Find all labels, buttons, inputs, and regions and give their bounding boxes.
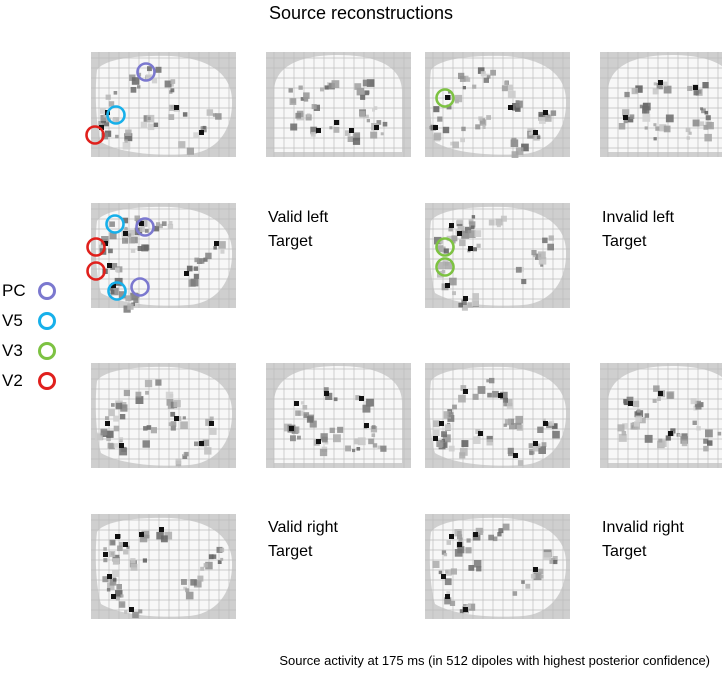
label-invalid-right: Invalid right Target	[602, 516, 684, 564]
activation-blobs	[432, 523, 558, 614]
label-valid-left: Valid left Target	[268, 206, 328, 254]
panel-valid-right-coronal	[266, 363, 411, 468]
glass-brain-coronal	[266, 52, 411, 157]
label-invalid-right-line1: Invalid right	[602, 519, 684, 536]
label-valid-left-line1: Valid left	[268, 209, 329, 226]
glass-brain-sagittal	[425, 52, 570, 158]
coordinate-grid	[425, 363, 570, 468]
legend-item-v3: V3	[2, 336, 82, 366]
legend-ring-v3	[38, 342, 56, 360]
panel-invalid-left-coronal	[600, 52, 722, 157]
activation-blobs	[434, 215, 554, 311]
figure-title: Source reconstructions	[268, 3, 454, 23]
activation-blobs	[429, 67, 557, 158]
label-valid-right-line1: Valid right	[268, 519, 338, 536]
legend-label-v2: V2	[2, 371, 23, 390]
coordinate-grid	[91, 52, 236, 157]
legend-item-pc: PC	[2, 276, 82, 306]
panel-invalid-right-axial	[425, 514, 570, 619]
marker-v3	[435, 237, 455, 257]
activation-blobs	[433, 377, 560, 466]
region-legend: PC V5 V3 V2	[2, 276, 82, 396]
brain-outline	[95, 517, 233, 617]
marker-v5	[105, 214, 125, 234]
glass-brain-axial	[425, 203, 570, 311]
label-invalid-right-line2: Target	[602, 543, 647, 560]
marker-pc	[135, 217, 155, 237]
glass-brain-sagittal	[91, 363, 236, 468]
activation-blobs	[98, 66, 222, 155]
activation-blobs	[98, 215, 226, 313]
activation-blobs	[618, 80, 714, 142]
marker-v2	[86, 261, 106, 281]
marker-v3	[435, 88, 455, 108]
legend-ring-pc	[38, 282, 56, 300]
coordinate-grid	[600, 52, 722, 157]
panel-valid-right-axial	[91, 514, 236, 619]
legend-item-v2: V2	[2, 366, 82, 396]
marker-v3	[435, 257, 455, 277]
activation-blobs	[102, 527, 225, 619]
legend-label-v3: V3	[2, 341, 23, 360]
panel-invalid-right-sagittal	[425, 363, 570, 468]
marker-v2	[85, 125, 105, 145]
panel-valid-right-sagittal	[91, 363, 236, 468]
panel-valid-left-axial	[86, 203, 236, 313]
panel-valid-left-coronal	[266, 52, 411, 157]
glass-brain-coronal	[266, 363, 411, 468]
label-invalid-left-line2: Target	[602, 233, 647, 250]
legend-label-pc: PC	[2, 281, 26, 300]
marker-pc	[130, 277, 150, 297]
panel-invalid-left-axial	[425, 203, 570, 311]
panel-invalid-left-sagittal	[425, 52, 570, 158]
glass-brain-axial	[86, 203, 236, 313]
legend-ring-v5	[38, 312, 56, 330]
legend-item-v5: V5	[2, 306, 82, 336]
label-invalid-left-line1: Invalid left	[602, 209, 675, 226]
activation-blobs	[617, 385, 722, 452]
label-valid-right-line2: Target	[268, 543, 313, 560]
activation-blobs	[283, 387, 387, 457]
activation-blobs	[288, 79, 388, 145]
legend-ring-v2	[38, 372, 56, 390]
brain-outline	[429, 517, 567, 617]
panel-valid-left-sagittal	[85, 52, 236, 157]
label-valid-right: Valid right Target	[268, 516, 338, 564]
figure-caption: Source activity at 175 ms (in 512 dipole…	[279, 653, 710, 668]
marker-pc	[136, 62, 156, 82]
marker-v5	[107, 281, 127, 301]
glass-brain-coronal	[600, 52, 722, 157]
marker-v5	[106, 105, 126, 125]
activation-blobs	[95, 379, 217, 467]
legend-label-v5: V5	[2, 311, 23, 330]
glass-brain-axial	[425, 514, 570, 619]
glass-brain-axial	[91, 514, 236, 619]
label-invalid-left: Invalid left Target	[602, 206, 674, 254]
marker-v2	[86, 237, 106, 257]
panel-invalid-right-coronal	[600, 363, 722, 468]
label-valid-left-line2: Target	[268, 233, 313, 250]
coordinate-grid	[425, 203, 570, 308]
glass-brain-sagittal	[85, 52, 236, 157]
glass-brain-coronal	[600, 363, 722, 468]
glass-brain-sagittal	[425, 363, 570, 468]
